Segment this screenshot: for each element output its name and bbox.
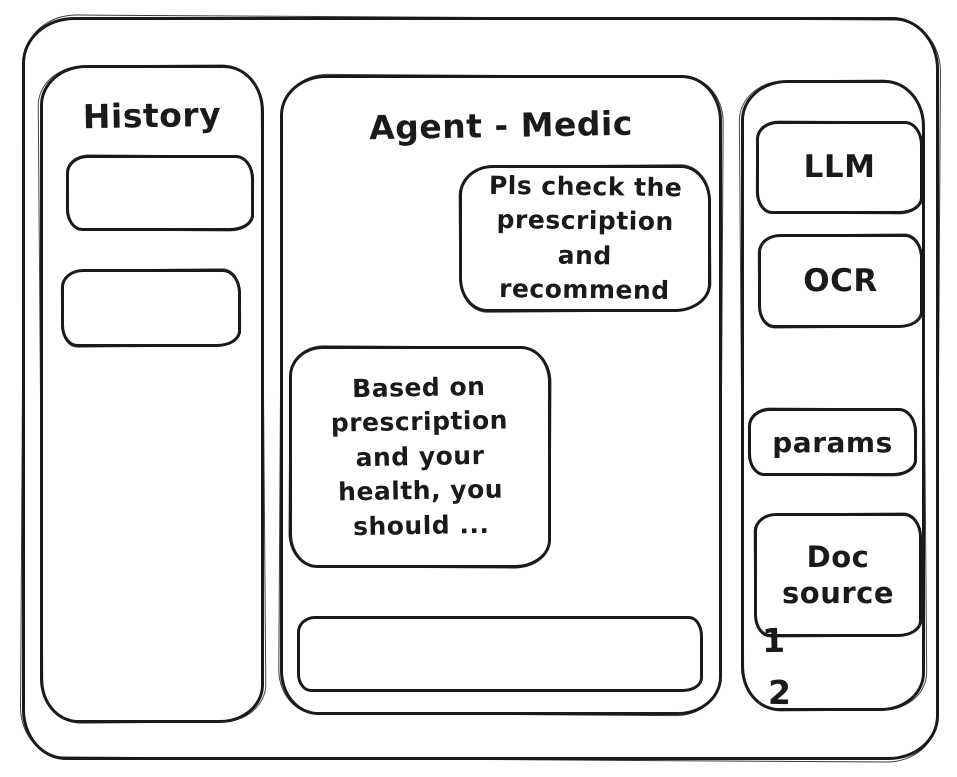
history-sidebar: History: [40, 65, 264, 723]
doc-source-button[interactable]: Doc source: [754, 513, 922, 637]
tools-panel: LLM OCR params Doc source 1 2: [741, 80, 925, 713]
sidebar-title: History: [82, 94, 222, 137]
app-window-frame: History Agent - Medic Pls check the pres…: [22, 17, 939, 760]
history-item[interactable]: [61, 269, 241, 347]
agent-message-text: Based on prescription and your health, y…: [330, 371, 509, 541]
chat-panel: Agent - Medic Pls check the prescription…: [280, 75, 722, 715]
ocr-button[interactable]: OCR: [758, 234, 923, 328]
annotation-number-1: 1: [761, 620, 786, 661]
chat-title: Agent - Medic: [368, 103, 634, 148]
params-button[interactable]: params: [748, 408, 917, 476]
agent-message-bubble: Based on prescription and your health, y…: [289, 346, 551, 568]
user-message-bubble: Pls check the prescription and recommend: [459, 165, 711, 312]
annotation-number-2: 2: [767, 672, 792, 713]
user-message-text: Pls check the prescription and recommend: [488, 170, 683, 306]
llm-button[interactable]: LLM: [756, 121, 923, 214]
history-item[interactable]: [66, 155, 254, 231]
chat-input[interactable]: [297, 616, 703, 692]
